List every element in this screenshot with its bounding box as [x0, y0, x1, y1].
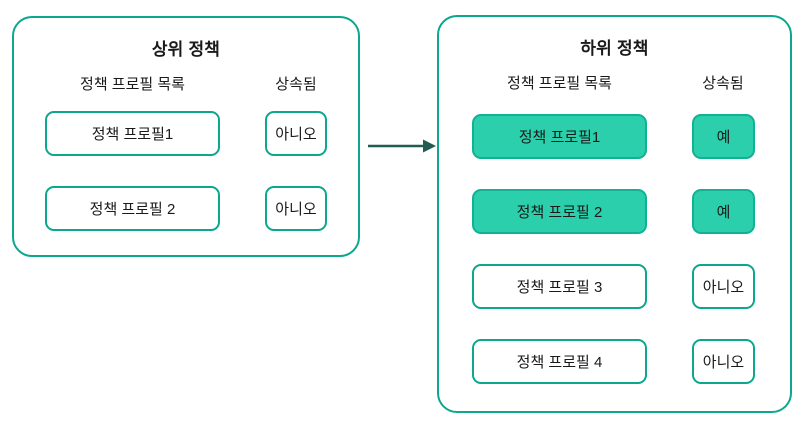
child-inherited-badge-2: 예 [692, 189, 755, 234]
child-policy-profile-1: 정책 프로필1 [472, 114, 647, 159]
child-policy-profile-3: 정책 프로필 3 [472, 264, 647, 309]
parent-policy-profile-2: 정책 프로필 2 [45, 186, 220, 231]
parent-policy-panel: 상위 정책 정책 프로필 목록 상속됨 정책 프로필1 아니오 정책 프로필 2… [12, 16, 360, 257]
child-policy-title: 하위 정책 [580, 39, 649, 58]
child-inherited-column-header: 상속됨 [702, 75, 744, 92]
parent-profiles-column-header: 정책 프로필 목록 [80, 76, 185, 93]
parent-policy-profile-1: 정책 프로필1 [45, 111, 220, 156]
child-inherited-badge-1: 예 [692, 114, 755, 159]
child-policy-panel: 하위 정책 정책 프로필 목록 상속됨 정책 프로필1 예 정책 프로필 2 예… [437, 15, 792, 413]
child-profiles-column-header: 정책 프로필 목록 [507, 75, 612, 92]
child-inherited-badge-4: 아니오 [692, 339, 755, 384]
parent-inherited-column-header: 상속됨 [275, 76, 317, 93]
parent-policy-title: 상위 정책 [151, 40, 221, 59]
parent-inherited-badge-1: 아니오 [265, 111, 327, 156]
child-inherited-badge-3: 아니오 [692, 264, 755, 309]
child-policy-profile-2: 정책 프로필 2 [472, 189, 647, 234]
inheritance-arrow-icon [368, 139, 436, 153]
parent-inherited-badge-2: 아니오 [265, 186, 327, 231]
child-policy-profile-4: 정책 프로필 4 [472, 339, 647, 384]
